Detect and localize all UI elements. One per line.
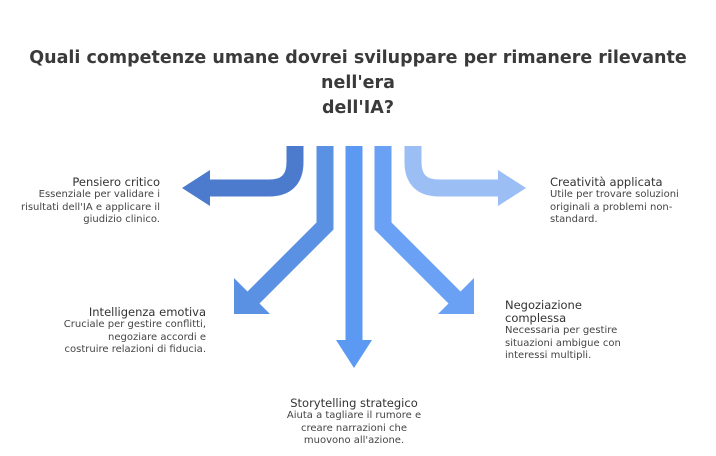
item-description: Cruciale per gestire conflitti, negoziar… xyxy=(63,319,206,355)
item-storytelling-strategico: Storytelling strategico Aiuta a tagliare… xyxy=(264,397,444,448)
diagram-title: Quali competenze umane dovrei sviluppare… xyxy=(0,46,716,121)
item-negoziazione-complessa: Negoziazione complessa Necessaria per ge… xyxy=(505,299,675,363)
arrow-pensiero-critico xyxy=(182,146,304,206)
arrow-storytelling-strategico xyxy=(336,146,372,368)
item-intelligenza-emotiva: Intelligenza emotiva Cruciale per gestir… xyxy=(26,306,206,357)
item-title: Pensiero critico xyxy=(72,175,160,189)
item-title: Intelligenza emotiva xyxy=(88,305,206,319)
item-creativita-applicata: Creatività applicata Utile per trovare s… xyxy=(550,176,710,227)
item-description: Utile per trovare soluzioni originali a … xyxy=(550,189,679,225)
diagram-title-line-1: Quali competenze umane dovrei sviluppare… xyxy=(29,48,687,93)
item-description: Aiuta a tagliare il rumore e creare narr… xyxy=(286,410,422,446)
arrow-intelligenza-emotiva xyxy=(234,146,334,314)
item-pensiero-critico: Pensiero critico Essenziale per validare… xyxy=(0,176,160,227)
item-title-line-2: complessa xyxy=(505,311,567,325)
arrow-creativita-applicata xyxy=(404,146,526,206)
diagram-title-line-2: dell'IA? xyxy=(322,98,394,118)
item-description: Necessaria per gestire situazioni ambigu… xyxy=(505,325,621,361)
item-title: Creatività applicata xyxy=(550,175,663,189)
item-title-line-1: Negoziazione xyxy=(505,298,582,312)
arrow-negoziazione-complessa xyxy=(374,146,474,314)
item-title: Storytelling strategico xyxy=(290,396,418,410)
item-description: Essenziale per validare i risultati dell… xyxy=(20,189,160,225)
